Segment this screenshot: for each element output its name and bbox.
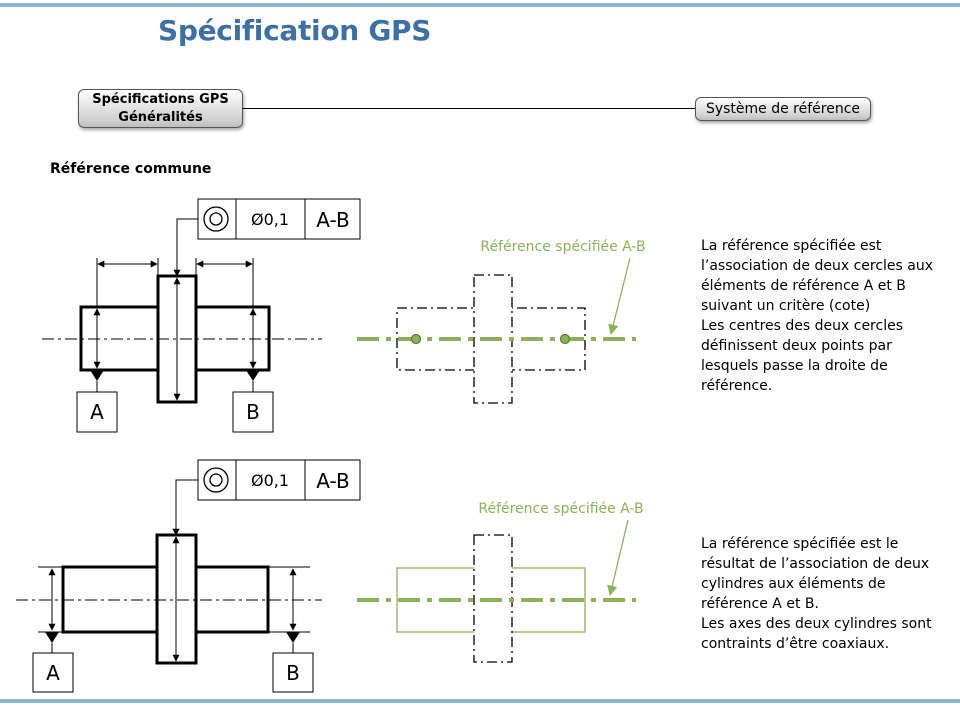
top-description: La référence spécifiée est l’association… xyxy=(701,238,934,394)
bottom-datum-a-triangle xyxy=(45,632,59,643)
bottom-datum-b-triangle xyxy=(286,632,300,643)
bottom-datum-a-label: A xyxy=(46,661,60,685)
top-frame-datum: A-B xyxy=(316,208,349,232)
bottom-datum-b-box xyxy=(272,652,314,693)
coaxiality-icon xyxy=(203,206,229,232)
coaxiality-icon xyxy=(203,467,229,493)
bottom-part-drawing: A B xyxy=(16,479,322,693)
bottom-frame-tolerance: Ø0,1 xyxy=(251,471,289,490)
top-leader xyxy=(173,218,198,277)
bottom-feature-control-frame: Ø0,1 A-B xyxy=(197,459,361,501)
top-datum-b-triangle xyxy=(246,370,260,381)
bottom-spec-drawing: Référence spécifiée A-B xyxy=(357,501,644,663)
systeme-reference-button[interactable]: Système de référence xyxy=(695,97,871,121)
top-center-point-a xyxy=(410,333,422,345)
top-frame-tolerance: Ø0,1 xyxy=(251,210,289,229)
top-datum-b-label: B xyxy=(246,400,260,424)
generalites-button-line1: Spécifications GPS xyxy=(92,91,229,107)
bottom-leader xyxy=(172,479,198,536)
generalites-button[interactable]: Spécifications GPS Généralités xyxy=(78,89,243,128)
nav-connector-line xyxy=(242,108,696,109)
top-datum-a-triangle xyxy=(90,370,104,381)
top-border-bar xyxy=(0,3,960,7)
bottom-datum-b-label: B xyxy=(286,661,300,685)
bottom-datum-a-box xyxy=(32,652,74,693)
top-part-drawing: A B xyxy=(42,218,322,433)
top-feature-control-frame: Ø0,1 A-B xyxy=(197,198,361,240)
top-spec-label: Référence spécifiée A-B xyxy=(480,239,645,255)
bottom-border-bar xyxy=(0,699,960,703)
top-datum-b-box xyxy=(232,391,274,433)
bottom-description: La référence spécifiée est le résultat d… xyxy=(701,536,932,652)
generalites-button-line2: Généralités xyxy=(118,109,203,125)
bottom-green-pointer xyxy=(607,519,629,597)
top-spec-drawing: Référence spécifiée A-B xyxy=(357,239,646,404)
top-datum-a-label: A xyxy=(90,400,104,424)
section-heading: Référence commune xyxy=(50,161,212,177)
page-title: Spécification GPS xyxy=(158,14,432,47)
bottom-spec-label: Référence spécifiée A-B xyxy=(478,501,643,517)
bottom-frame-datum: A-B xyxy=(316,469,349,493)
top-center-point-b xyxy=(559,333,571,345)
top-datum-a-box xyxy=(76,391,118,433)
top-green-pointer xyxy=(608,257,631,336)
